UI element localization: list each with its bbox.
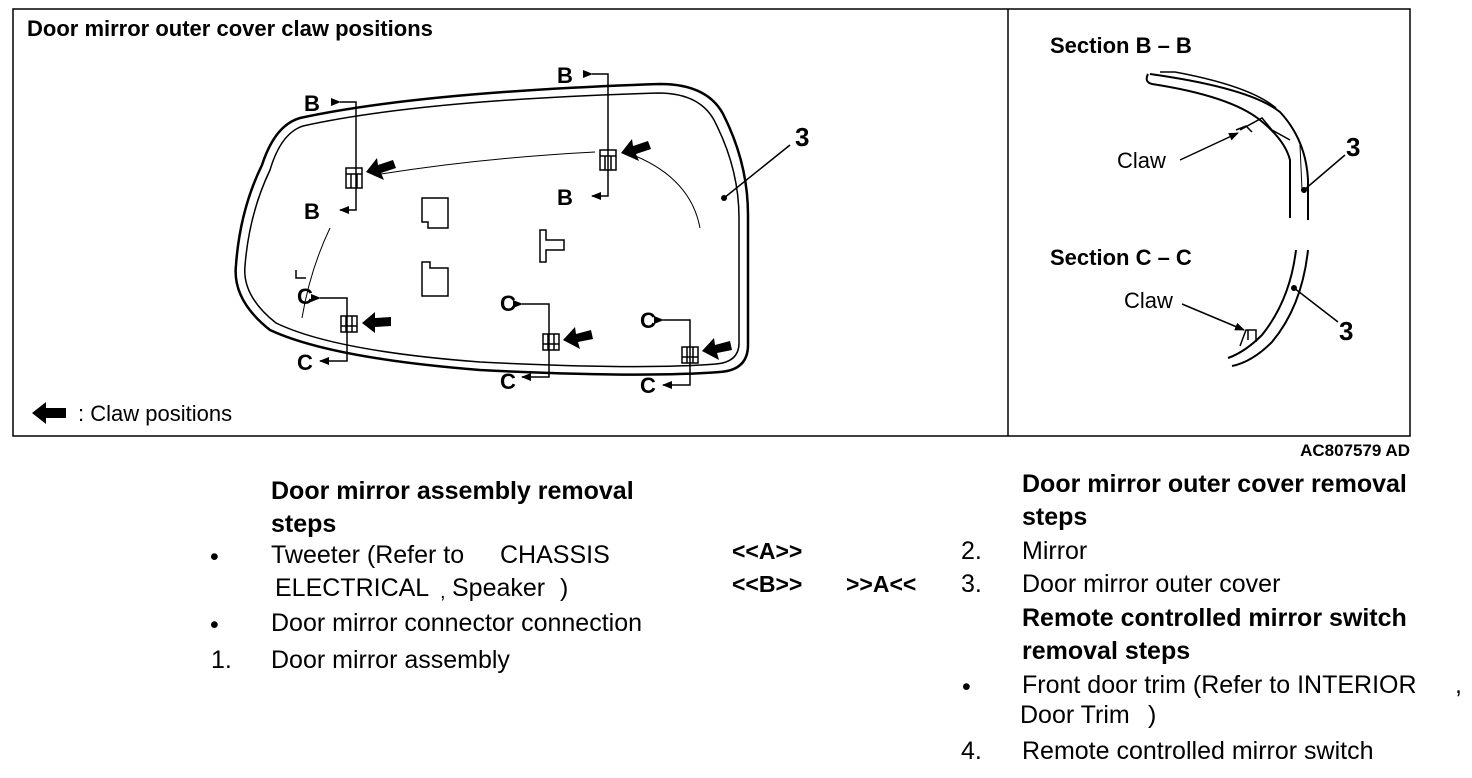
section-bb-title: Section B – B: [1050, 33, 1192, 58]
bullet: •: [962, 673, 971, 701]
section-label-b: B: [304, 91, 320, 116]
main-title: Door mirror outer cover claw positions: [27, 16, 433, 41]
part-number-3: 3: [1346, 132, 1360, 162]
legend-text: : Claw positions: [78, 401, 232, 426]
step-number: 4.: [961, 737, 982, 765]
bullet: •: [210, 611, 219, 639]
step-number: 2.: [961, 537, 982, 565]
paren: ): [560, 574, 569, 602]
left-heading: Door mirror assembly removal steps: [271, 477, 634, 538]
claw-arrow: [366, 158, 396, 180]
claw-arrow: [362, 312, 391, 333]
section-cc-title: Section C – C: [1050, 245, 1192, 270]
link-chassis[interactable]: CHASSIS: [500, 541, 610, 569]
step-assembly: Door mirror assembly: [271, 646, 510, 674]
step-mirror: Mirror: [1022, 537, 1088, 565]
legend-arrow-icon: [32, 402, 66, 424]
section-label-b: B: [557, 63, 573, 88]
claw-arrows: [362, 139, 732, 360]
section-lines: [311, 70, 691, 389]
link-door-trim[interactable]: Door Trim: [1020, 701, 1130, 729]
section-label-c: C: [297, 284, 313, 309]
claw-pointer: [1179, 132, 1239, 161]
step-door-trim-text[interactable]: Front door trim (Refer to INTERIOR: [1022, 671, 1417, 699]
bullet: •: [210, 543, 219, 571]
section-label-c: C: [500, 369, 516, 394]
step-number: 3.: [961, 570, 982, 598]
leader-dot: [721, 195, 727, 201]
step-number: 1.: [211, 646, 232, 674]
section-cc-profile: [1227, 249, 1309, 367]
comma: ,: [440, 581, 446, 603]
claw-pointer: [1181, 303, 1245, 331]
install-note-a: >>A<<: [846, 571, 917, 597]
leader-line: [1293, 287, 1339, 323]
claw-arrow: [702, 338, 732, 360]
part-number-3: 3: [1339, 316, 1353, 346]
comma: ,: [1455, 671, 1462, 699]
step-outer-cover: Door mirror outer cover: [1022, 570, 1281, 598]
claw-arrow: [621, 139, 651, 161]
leader-line: [723, 144, 791, 199]
part-number-3: 3: [795, 122, 809, 152]
claw-arrow: [563, 327, 593, 349]
section-label-c: C: [640, 308, 656, 333]
step-mirror-switch: Remote controlled mirror switch: [1022, 737, 1374, 765]
right-heading: Door mirror outer cover removal steps: [1022, 470, 1407, 531]
inner-features: [295, 197, 565, 297]
right-heading-2: Remote controlled mirror switch removal …: [1022, 604, 1407, 665]
section-label-b: B: [557, 185, 573, 210]
section-bb-profile: [1145, 71, 1309, 220]
step-connector: Door mirror connector connection: [271, 609, 642, 637]
removal-note-a: <<A>>: [732, 538, 803, 564]
step-tweeter-text: Tweeter (Refer to: [271, 541, 465, 569]
removal-note-b: <<B>>: [732, 571, 803, 597]
section-label-c: C: [297, 350, 313, 375]
paren: ): [1148, 701, 1157, 729]
link-electrical[interactable]: ELECTRICAL: [275, 574, 430, 602]
figure-id: AC807579 AD: [1300, 441, 1410, 460]
link-speaker[interactable]: Speaker: [452, 574, 546, 602]
leader-line: [1303, 154, 1346, 191]
section-label-b: B: [304, 199, 320, 224]
figure-frame: [12, 8, 1411, 437]
mirror-cover-outline: [234, 82, 750, 376]
leader-dot: [1291, 285, 1297, 291]
claw-position-diagram: Door mirror outer cover claw positions S…: [12, 8, 1411, 460]
section-label-c: C: [640, 373, 656, 398]
leader-dot: [1301, 187, 1307, 193]
claw-label: Claw: [1124, 288, 1173, 313]
section-label-c: C: [500, 291, 516, 316]
claw-label: Claw: [1117, 148, 1166, 173]
